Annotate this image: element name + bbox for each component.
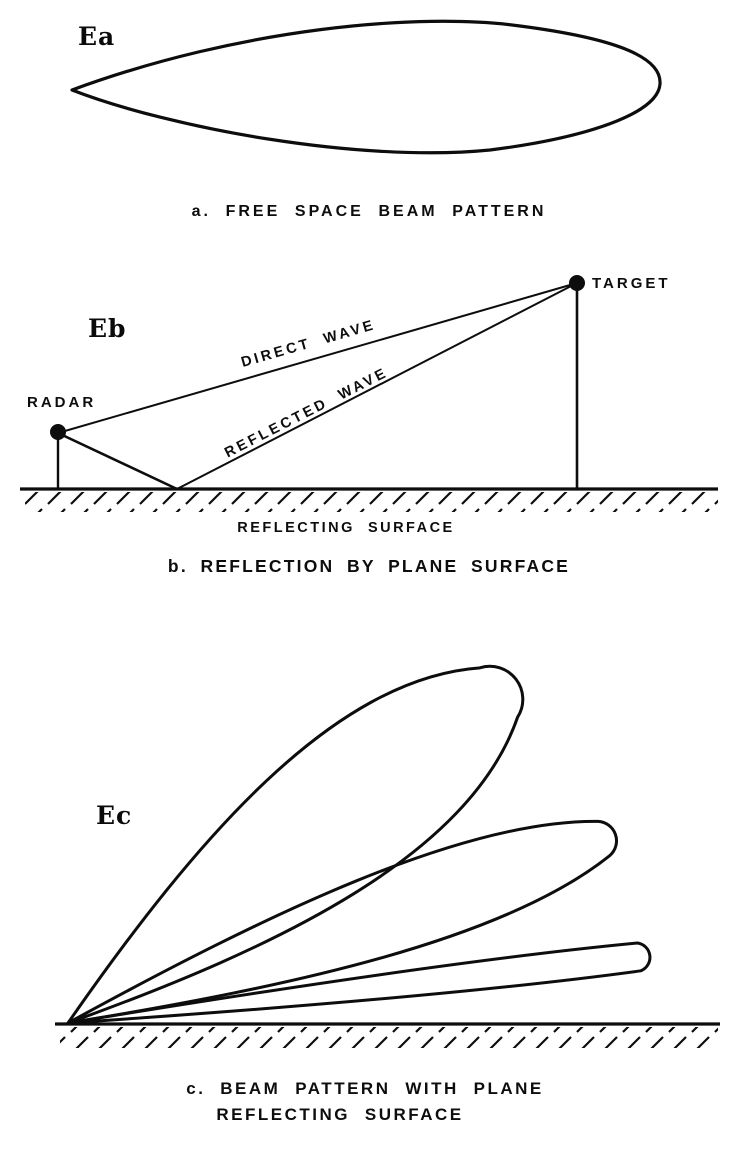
radar-dot [50,424,66,440]
multipath-beam-lobes [55,664,720,1048]
direct-wave-line [57,282,578,434]
panel-c-field-label: Ec [96,801,133,830]
ground-hatching-c [60,1027,718,1048]
panel-c-caption-line2: REFLECTING SURFACE [216,1105,464,1124]
reflecting-surface-label: REFLECTING SURFACE [237,520,455,536]
incident-wave-line [57,431,178,491]
panel-b-caption: b. REFLECTION BY PLANE SURFACE [167,556,571,576]
panel-c-caption-line1: c. BEAM PATTERN WITH PLANE [186,1079,544,1098]
panel-a-field-label: Ea [78,22,116,51]
ground-hatching-b [25,492,718,512]
target-dot [569,275,585,291]
reflection-geometry [20,275,718,512]
panel-b-field-label: Eb [88,314,127,343]
target-label: TARGET [592,275,671,292]
panel-a-caption: a. FREE SPACE BEAM PATTERN [191,203,547,220]
reflected-wave-line [176,282,578,490]
radar-label: RADAR [27,394,97,411]
beam-lobe-large [66,664,525,1025]
free-space-beam-lobe [70,19,662,155]
beam-lobe-medium [66,819,618,1025]
beam-lobe-small [66,941,652,1025]
